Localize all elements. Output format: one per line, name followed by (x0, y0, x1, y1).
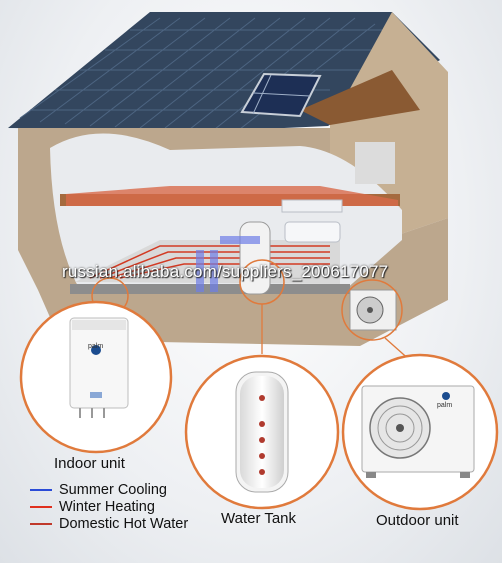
indoor-unit-brand: palm (88, 343, 104, 350)
legend: Summer Cooling Winter Heating Domestic H… (30, 481, 188, 532)
outdoor-unit-product (361, 385, 475, 478)
legend-item-domestic-hot-water: Domestic Hot Water (30, 515, 188, 532)
indoor-unit-label: Indoor unit (54, 455, 125, 472)
water-tank-product (235, 371, 289, 493)
legend-swatch (30, 488, 52, 491)
interior-tank (239, 221, 271, 295)
attic-beams (300, 70, 420, 125)
indoor-unit-product (69, 317, 129, 418)
legend-label: Domestic Hot Water (59, 515, 189, 532)
highlight-ring-outdoor (341, 279, 403, 341)
legend-label: Winter Heating (59, 498, 155, 515)
legend-item-summer-cooling: Summer Cooling (30, 481, 188, 498)
bathtub (284, 221, 341, 243)
legend-label: Summer Cooling (59, 481, 167, 498)
outdoor-unit-label: Outdoor unit (376, 512, 459, 529)
house-outdoor-unit (349, 289, 397, 331)
wash-basins (281, 199, 343, 213)
water-tank-label: Water Tank (221, 510, 297, 527)
legend-swatch (30, 522, 52, 525)
floor-pipes (89, 245, 330, 279)
cooling-pipes (196, 236, 260, 292)
watermark-text: russian.alibaba.com/suppliers_200617077 (62, 262, 389, 281)
solar-panel (240, 72, 322, 118)
attic-room (355, 142, 395, 184)
legend-swatch (30, 505, 52, 508)
outdoor-unit-brand: palm (437, 402, 453, 409)
legend-item-winter-heating: Winter Heating (30, 498, 188, 515)
